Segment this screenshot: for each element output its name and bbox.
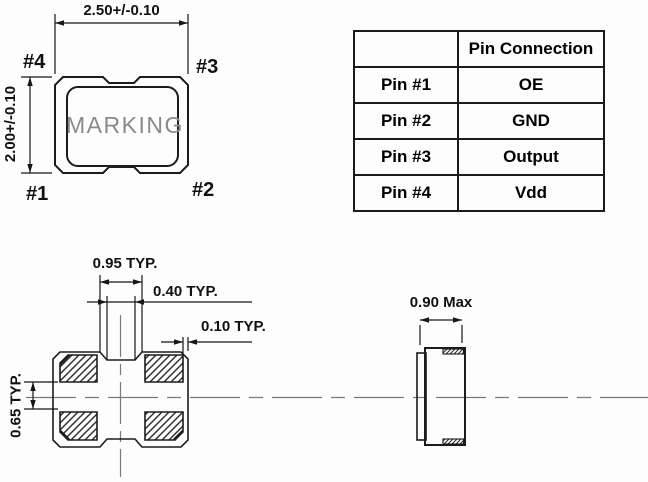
pin-3-label: #3 (196, 56, 219, 78)
side-view (416, 317, 466, 446)
table-row: Pin #3 Output (353, 138, 605, 176)
pin-table-cell-conn3: Output (457, 138, 605, 176)
table-row: Pin #2 GND (353, 102, 605, 140)
package-outline (54, 76, 189, 174)
centerlines (26, 315, 648, 477)
pin-table-cell-pin2: Pin #2 (353, 102, 459, 140)
pad-gap-dimension: 0.65 TYP. (7, 373, 25, 438)
pin-table-cell-pin3: Pin #3 (353, 138, 459, 176)
pin-1-label: #1 (26, 183, 49, 205)
pin-4-label: #4 (23, 51, 46, 73)
pin-table-cell-pin4: Pin #4 (353, 174, 459, 212)
package-inner-body (66, 86, 179, 167)
edge-gap-dimension: 0.10 TYP. (201, 318, 266, 335)
land-pattern-outline (52, 351, 189, 448)
pin-table-cell-pin1: Pin #1 (353, 66, 459, 104)
package-height-dimension: 2.00+/-0.10 (2, 85, 19, 163)
thickness-dimension: 0.90 Max (409, 294, 473, 311)
pad-bottom-left (59, 411, 98, 441)
table-row: Pin Connection (353, 30, 605, 68)
side-view-body (424, 347, 466, 446)
pin-table-cell-conn2: GND (457, 102, 605, 140)
notch-width-dimension: 0.40 TYP. (153, 283, 218, 300)
table-row: Pin #4 Vdd (353, 174, 605, 212)
side-view-pad-top (442, 348, 465, 355)
table-row: Pin #1 OE (353, 66, 605, 104)
pin-table-corner-cell (353, 30, 459, 68)
pin-2-label: #2 (192, 179, 215, 201)
pad-pitch-dimension: 0.95 TYP. (92, 255, 158, 272)
side-view-pad-bottom (442, 438, 465, 445)
pin-table-cell-conn4: Vdd (457, 174, 605, 212)
package-top-view (21, 14, 189, 174)
package-width-dimension: 2.50+/-0.10 (83, 2, 160, 19)
pin-connection-table: Pin Connection Pin #1 OE Pin #2 GND Pin … (353, 30, 605, 212)
pad-top-right (144, 354, 184, 383)
land-pattern-view (24, 275, 252, 448)
package-marking-text: MARKING (66, 112, 184, 138)
pin-table-cell-conn1: OE (457, 66, 605, 104)
pin-table-header-cell: Pin Connection (457, 30, 605, 68)
